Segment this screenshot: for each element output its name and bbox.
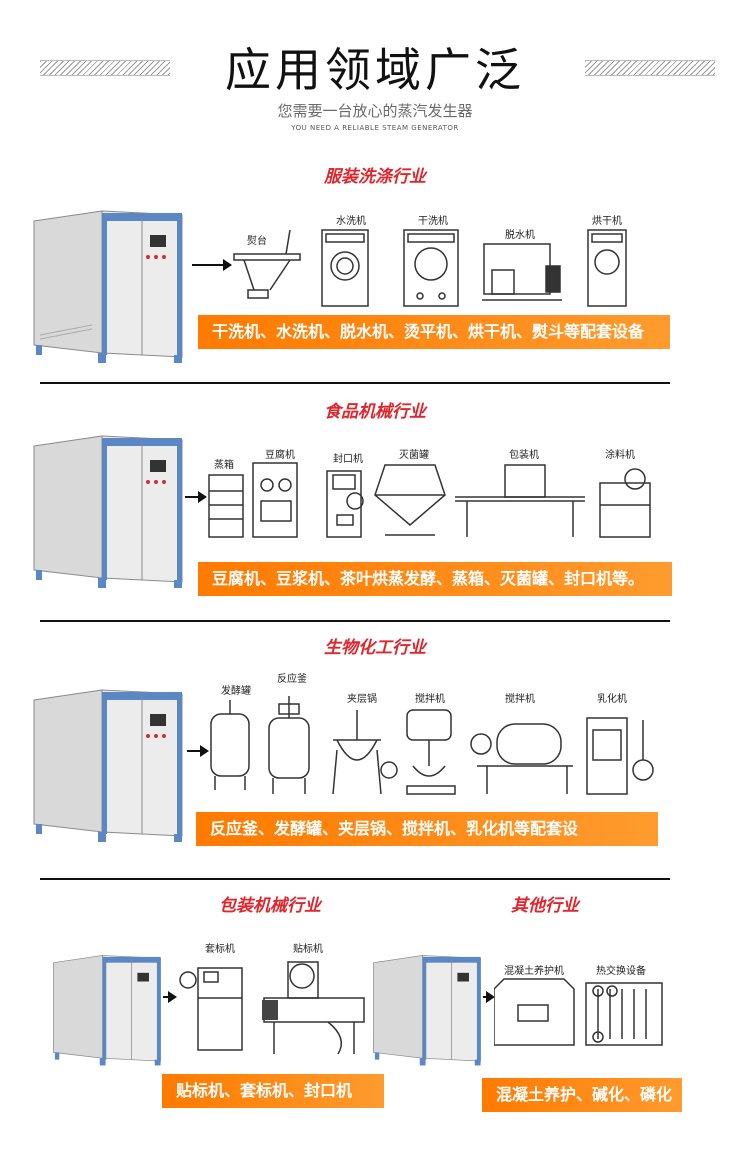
section-banner: 反应釜、发酵罐、夹层锅、搅拌机、乳化机等配套设 bbox=[196, 812, 658, 846]
steam-generator-image bbox=[33, 435, 183, 588]
equipment-illustrations bbox=[210, 696, 654, 795]
header-hatch-left bbox=[40, 60, 170, 76]
equipment-label: 烘干机 bbox=[592, 216, 622, 227]
equipment-label: 封口机 bbox=[333, 454, 363, 465]
arrow-icon bbox=[187, 745, 209, 757]
equipment-label: 水洗机 bbox=[336, 216, 366, 227]
arrow-icon bbox=[185, 491, 207, 503]
equipment-label: 贴标机 bbox=[293, 944, 323, 955]
equipment-illustrations bbox=[233, 229, 627, 307]
equipment-label: 干洗机 bbox=[418, 216, 448, 227]
equipment-label: 反应釜 bbox=[277, 674, 307, 685]
equipment-label: 夹层锅 bbox=[347, 694, 377, 705]
equipment-label: 豆腐机 bbox=[265, 450, 295, 461]
steam-generator-image bbox=[373, 955, 481, 1066]
equipment-label: 热交换设备 bbox=[596, 966, 646, 977]
section-divider bbox=[40, 878, 670, 880]
header-hatch-right bbox=[585, 60, 715, 76]
steam-generator-image bbox=[33, 210, 183, 363]
steam-generator-image bbox=[33, 689, 183, 842]
arrow-icon bbox=[163, 991, 177, 1003]
equipment-label: 脱水机 bbox=[505, 230, 535, 241]
section-divider bbox=[40, 620, 670, 622]
page-title: 应用领域广泛 bbox=[225, 43, 525, 97]
arrow-icon bbox=[192, 259, 232, 271]
equipment-label: 搅拌机 bbox=[415, 694, 445, 705]
section-title: 生物化工行业 bbox=[324, 638, 426, 658]
section-title: 包装机械行业 bbox=[219, 896, 321, 916]
page-subtitle: 您需要一台放心的蒸汽发生器 bbox=[277, 102, 473, 120]
arrow-icon bbox=[483, 991, 495, 1003]
equipment-label: 蒸箱 bbox=[214, 460, 234, 471]
section-title: 食品机械行业 bbox=[324, 402, 426, 422]
equipment-label: 发酵罐 bbox=[221, 686, 251, 697]
steam-generator-image bbox=[53, 955, 161, 1066]
section-banner: 豆腐机、豆浆机、茶叶烘蒸发酵、蒸箱、灭菌罐、封口机等。 bbox=[198, 562, 672, 596]
page-subtitle-en: YOU NEED A RELIABLE STEAM GENERATOR bbox=[291, 124, 459, 132]
equipment-label: 搅拌机 bbox=[505, 694, 535, 705]
section-banner: 贴标机、套标机、封口机 bbox=[162, 1074, 384, 1108]
equipment-label: 灭菌罐 bbox=[399, 450, 429, 461]
equipment-illustrations bbox=[179, 961, 365, 1055]
equipment-label: 混凝土养护机 bbox=[504, 966, 564, 977]
section-title: 其他行业 bbox=[511, 896, 579, 916]
equipment-label: 套标机 bbox=[205, 944, 235, 955]
section-banner: 混凝土养护、碱化、磷化 bbox=[482, 1078, 682, 1112]
section-title: 服装洗涤行业 bbox=[324, 167, 426, 187]
equipment-illustrations bbox=[494, 978, 663, 1046]
section-banner: 干洗机、水洗机、脱水机、烫平机、烘干机、熨斗等配套设备 bbox=[198, 315, 670, 349]
section-divider bbox=[40, 382, 670, 384]
equipment-illustrations bbox=[208, 462, 651, 538]
equipment-label: 包装机 bbox=[509, 450, 539, 461]
equipment-label: 乳化机 bbox=[597, 694, 627, 705]
equipment-label: 熨台 bbox=[247, 236, 267, 247]
equipment-label: 涂料机 bbox=[605, 450, 635, 461]
